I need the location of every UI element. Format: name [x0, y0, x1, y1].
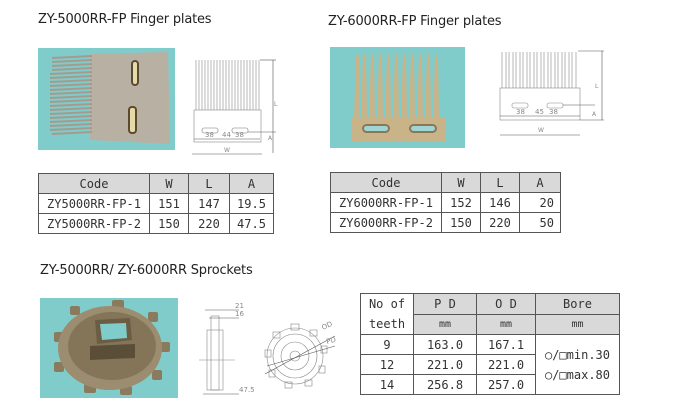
finger-plate-6000-table: Code W L A ZY6000RR-FP-1 152 146 20 ZY60… — [330, 172, 561, 233]
svg-text:A: A — [268, 135, 273, 142]
cell-l: 147 — [188, 193, 230, 214]
svg-text:38: 38 — [205, 131, 214, 139]
cell-pd: 163.0 — [413, 334, 477, 355]
col-header-l: L — [188, 173, 230, 194]
table-header-row: Code W L A — [330, 172, 561, 193]
cell-w: 150 — [149, 213, 189, 234]
cell-code: ZY6000RR-FP-1 — [330, 192, 442, 213]
cell-code: ZY5000RR-FP-1 — [38, 193, 150, 214]
col-header-a: A — [229, 173, 274, 194]
table-subheader-row: mm mm mm — [361, 313, 620, 335]
cell-a: 47.5 — [229, 213, 274, 234]
table-row: ZY5000RR-FP-1 151 147 19.5 — [38, 193, 274, 214]
unit-bore: mm — [535, 313, 620, 335]
section-title-fp6000: ZY-6000RR-FP Finger plates — [328, 14, 502, 29]
col-header-bore: Bore — [535, 293, 620, 315]
col-header-od: O D — [476, 293, 536, 315]
finger-plate-6000-photo — [330, 47, 465, 148]
svg-text:38: 38 — [516, 108, 525, 116]
svg-text:W: W — [538, 127, 544, 134]
cell-code: ZY6000RR-FP-2 — [330, 212, 442, 233]
svg-text:W: W — [224, 147, 230, 154]
cell-pd: 221.0 — [413, 354, 477, 375]
svg-text:45: 45 — [535, 108, 544, 116]
col-header-code: Code — [38, 173, 150, 194]
cell-od: 167.1 — [476, 334, 536, 355]
cell-l: 220 — [188, 213, 230, 234]
svg-text:L: L — [274, 101, 278, 108]
svg-text:47.5: 47.5 — [239, 386, 255, 394]
cell-teeth: 9 — [360, 334, 414, 355]
col-header-w: W — [441, 172, 481, 193]
col-header-a: A — [519, 172, 561, 193]
cell-a: 19.5 — [229, 193, 274, 214]
section-title-fp5000: ZY-5000RR-FP Finger plates — [38, 12, 212, 27]
cell-teeth: 14 — [360, 374, 414, 395]
cell-w: 151 — [149, 193, 189, 214]
svg-text:PD: PD — [325, 336, 336, 346]
unit-pd: mm — [413, 313, 477, 335]
finger-plate-6000-drawing: 38 45 38 W L A — [490, 48, 605, 140]
bore-max: ○/□max.80 — [544, 367, 611, 382]
svg-text:L: L — [595, 83, 599, 90]
table-row: ZY6000RR-FP-1 152 146 20 — [330, 192, 561, 213]
svg-text:OD: OD — [320, 320, 333, 332]
svg-text:44: 44 — [222, 131, 231, 139]
sprocket-table: No of teeth P D O D Bore mm mm mm 9 163.… — [360, 293, 620, 395]
unit-od: mm — [476, 313, 536, 335]
svg-text:16: 16 — [235, 310, 244, 318]
cell-w: 150 — [441, 212, 481, 233]
cell-a: 50 — [519, 212, 561, 233]
table-header-row: Code W L A — [38, 173, 274, 194]
cell-bore: ○/□min.30 ○/□max.80 — [535, 334, 620, 395]
cell-pd: 256.8 — [413, 374, 477, 395]
svg-text:21: 21 — [235, 302, 244, 310]
cell-w: 152 — [441, 192, 481, 213]
col-header-l: L — [480, 172, 520, 193]
finger-plate-5000-photo — [38, 48, 175, 150]
finger-plate-5000-drawing: 38 44 38 W L A — [190, 56, 282, 162]
finger-plate-5000-table: Code W L A ZY5000RR-FP-1 151 147 19.5 ZY… — [38, 173, 274, 234]
sprocket-drawing: 21 16 47.5 OD PD — [195, 298, 345, 398]
col-header-code: Code — [330, 172, 442, 193]
table-row: 9 163.0 167.1 ○/□min.30 ○/□max.80 — [360, 334, 620, 395]
sprocket-photo — [40, 298, 178, 398]
cell-l: 146 — [480, 192, 520, 213]
col-header-teeth: No of teeth — [360, 293, 414, 335]
cell-a: 20 — [519, 192, 561, 213]
bore-min: ○/□min.30 — [544, 347, 611, 362]
section-title-sprockets: ZY-5000RR/ ZY-6000RR Sprockets — [40, 263, 253, 278]
table-row: 14 256.8 257.0 — [360, 374, 620, 395]
col-header-pd: P D — [413, 293, 477, 315]
cell-code: ZY5000RR-FP-2 — [38, 213, 150, 234]
svg-text:38: 38 — [235, 131, 244, 139]
cell-od: 221.0 — [476, 354, 536, 375]
cell-teeth: 12 — [360, 354, 414, 375]
cell-od: 257.0 — [476, 374, 536, 395]
table-row: ZY6000RR-FP-2 150 220 50 — [330, 212, 561, 233]
table-header-row: No of teeth P D O D Bore — [360, 293, 620, 335]
cell-l: 220 — [480, 212, 520, 233]
table-row: ZY5000RR-FP-2 150 220 47.5 — [38, 213, 274, 234]
col-header-w: W — [149, 173, 189, 194]
svg-text:A: A — [592, 111, 597, 118]
svg-text:38: 38 — [549, 108, 558, 116]
